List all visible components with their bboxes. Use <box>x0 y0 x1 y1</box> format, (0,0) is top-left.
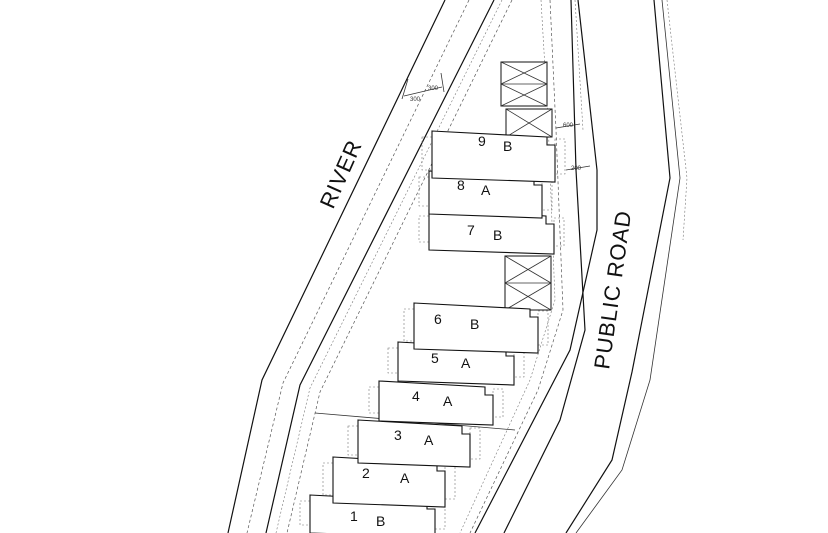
unit-outline <box>431 130 556 183</box>
dim-river-b: 300 <box>410 97 421 103</box>
parking-bay-top <box>500 61 548 107</box>
river-boundary <box>227 0 513 533</box>
unit-terrace <box>553 217 565 247</box>
unit-type: B <box>503 138 512 154</box>
unit-type: A <box>481 182 491 198</box>
unit-outline <box>413 302 539 354</box>
unit-porch <box>322 462 334 496</box>
unit-terrace <box>537 310 549 346</box>
unit-type: A <box>461 355 471 371</box>
unit-terrace <box>513 349 525 378</box>
unit-type: B <box>376 513 385 529</box>
unit-porch <box>299 500 311 526</box>
unit-type: A <box>424 432 434 448</box>
unit-number: 6 <box>434 311 442 327</box>
parking-bay-upper <box>505 108 553 138</box>
unit-terrace <box>541 178 553 211</box>
unit-porch <box>347 425 359 456</box>
unit-number: 3 <box>394 427 402 443</box>
unit-porch <box>403 308 415 342</box>
unit-porch <box>387 347 399 374</box>
dim-river-a: 300 <box>428 86 439 92</box>
unit-porch <box>368 386 380 414</box>
dim-road-b: 200 <box>571 166 582 172</box>
unit-porch <box>421 136 433 171</box>
unit-type: B <box>493 227 502 243</box>
unit-outline <box>378 380 494 426</box>
unit-outline <box>357 419 471 468</box>
unit-number: 2 <box>362 465 370 481</box>
unit-number: 1 <box>350 508 358 524</box>
unit-type: A <box>443 393 453 409</box>
unit-outline <box>428 209 555 255</box>
unit-type: B <box>470 316 479 332</box>
river-label: RIVER <box>315 136 367 212</box>
unit-terrace <box>444 464 456 500</box>
river-dimension: 300 300 <box>401 72 445 103</box>
unit-number: 5 <box>431 350 439 366</box>
parking-bay-middle <box>504 255 552 311</box>
unit-terrace <box>469 427 481 460</box>
unit-porch <box>418 215 430 243</box>
unit-number: 7 <box>467 222 475 238</box>
unit-number: 8 <box>457 177 465 193</box>
road-dimension: 600 200 <box>555 123 591 172</box>
unit-porch <box>418 176 430 207</box>
unit-type: A <box>400 470 410 486</box>
dim-road-a: 600 <box>563 123 574 129</box>
road-boundary <box>459 0 688 533</box>
unit-number: 9 <box>478 133 486 149</box>
unit-terrace <box>492 388 504 418</box>
unit-number: 4 <box>412 388 420 404</box>
